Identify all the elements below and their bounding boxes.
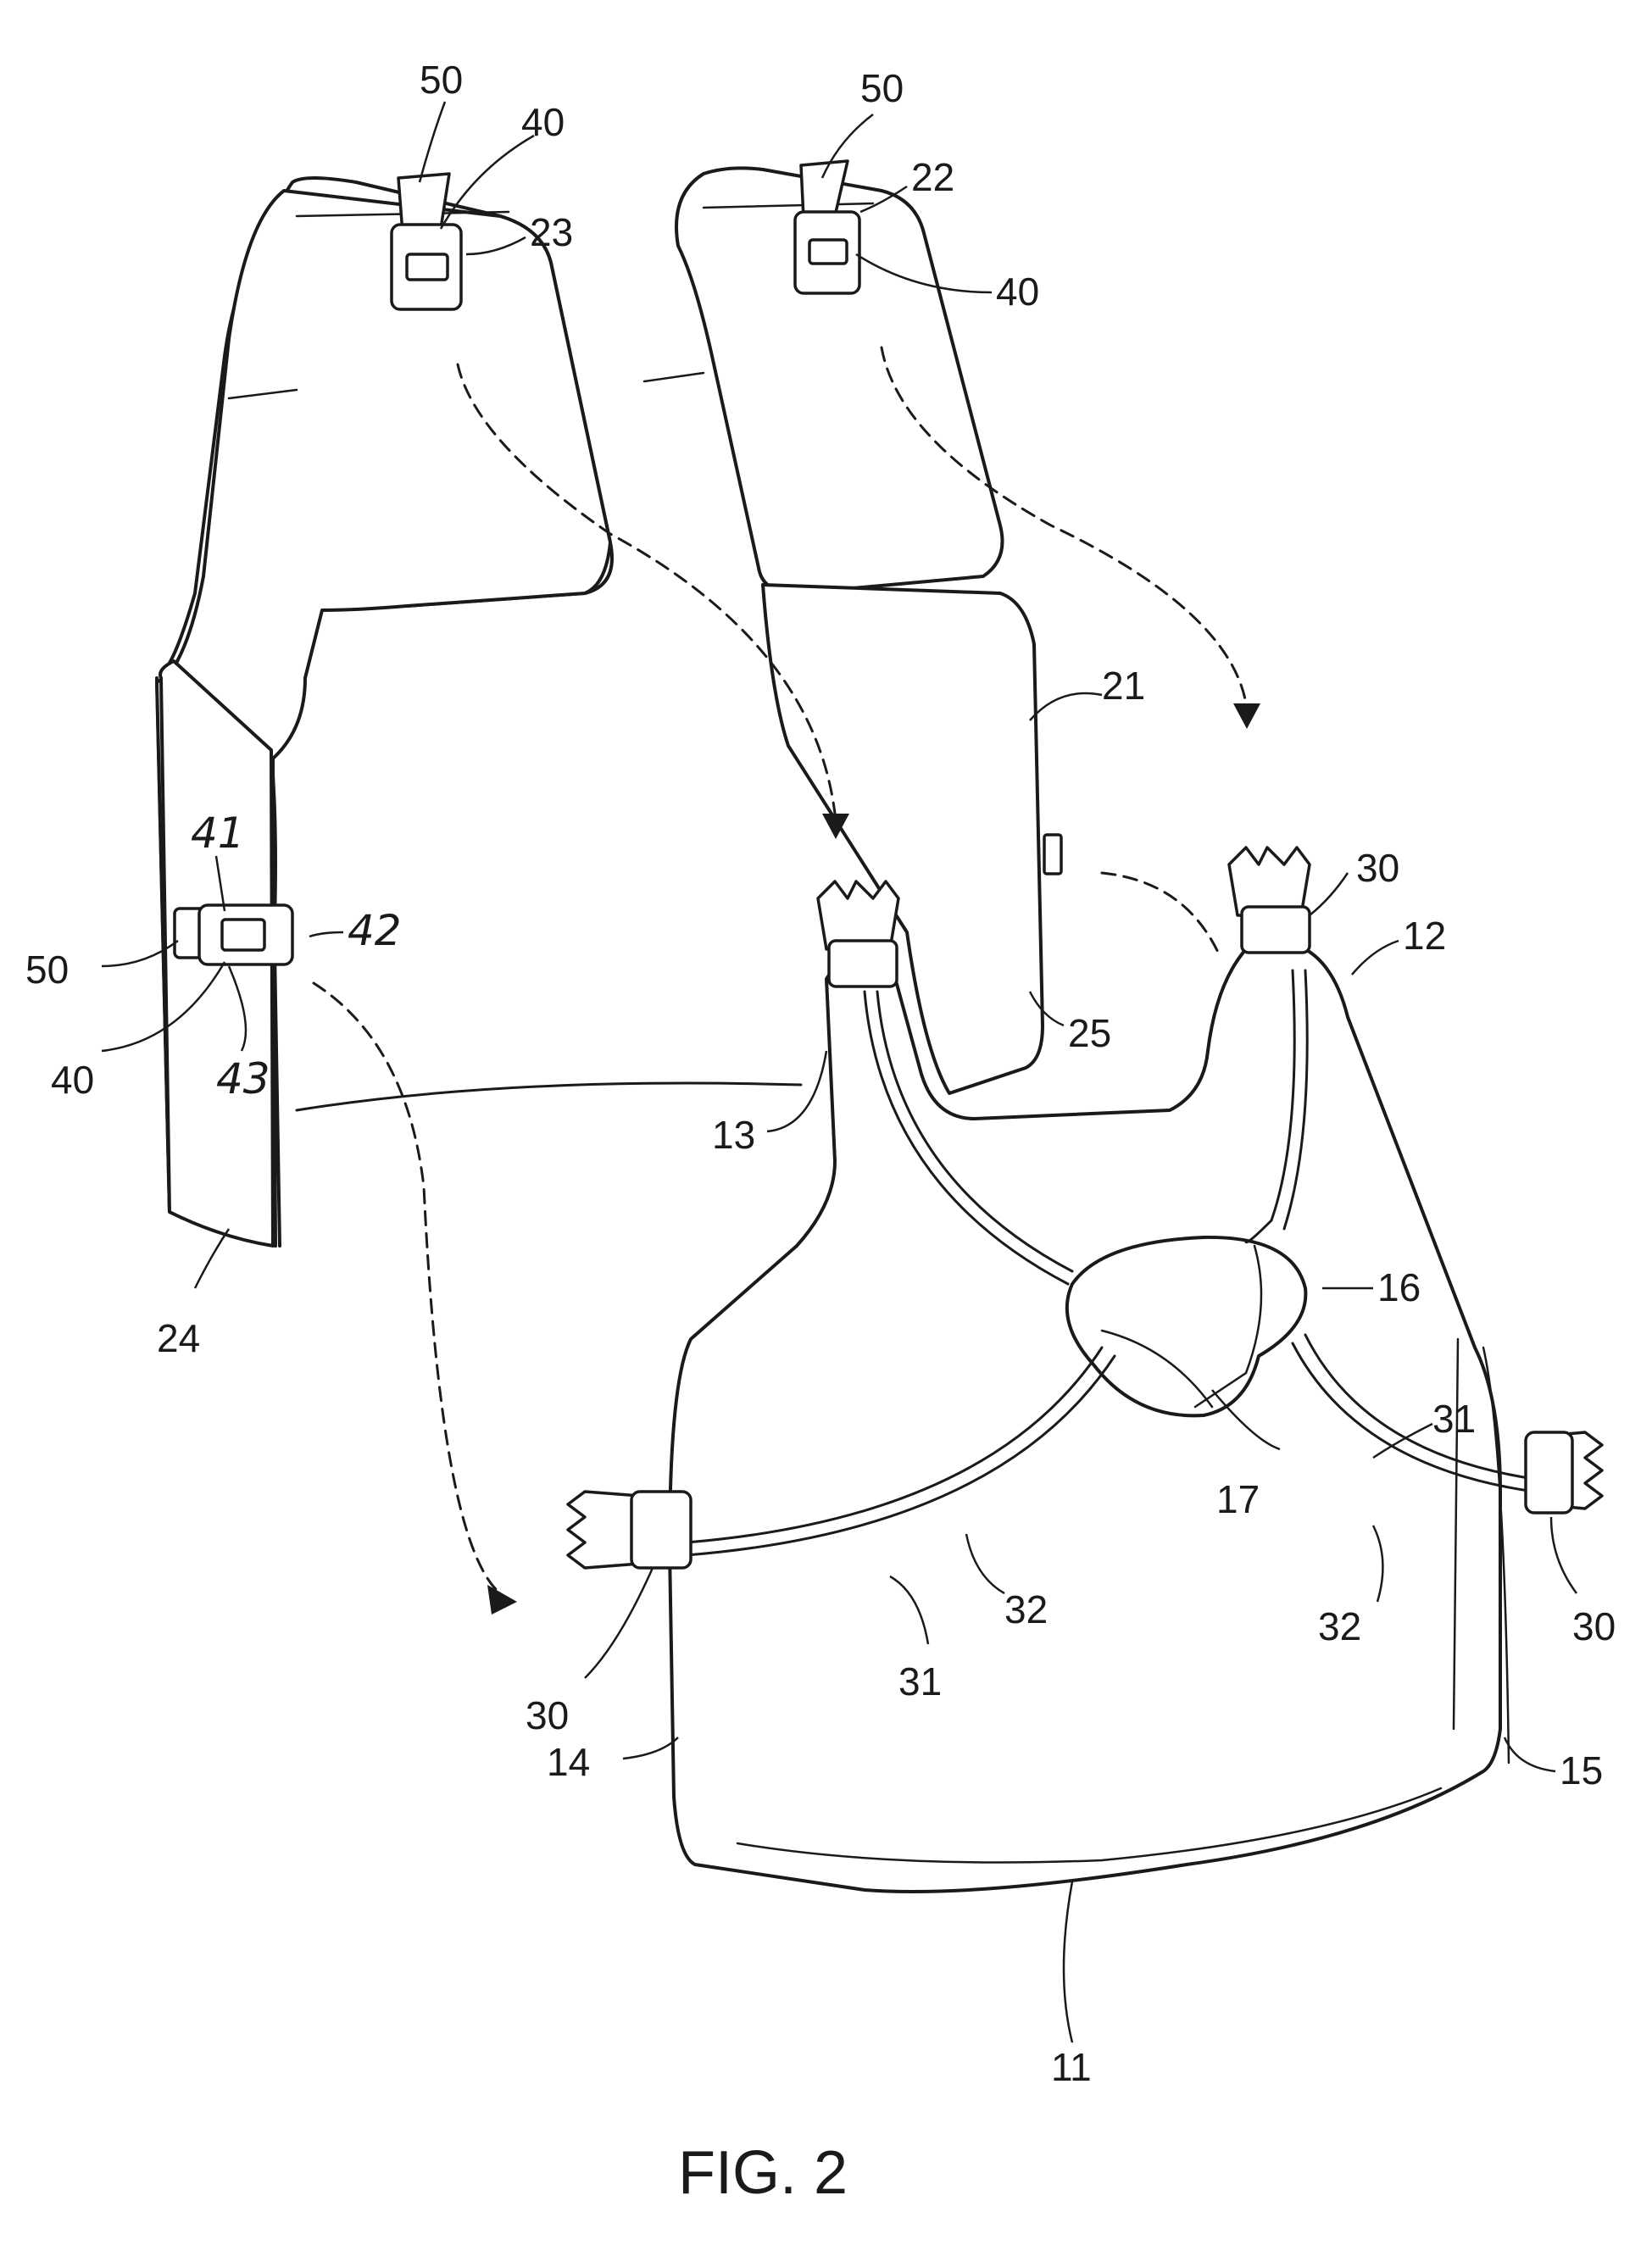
label-31-right: 31: [1432, 1397, 1476, 1441]
leader-12: [1352, 941, 1399, 975]
label-24: 24: [157, 1316, 200, 1360]
label-50-top-right: 50: [860, 66, 904, 110]
label-22: 22: [911, 155, 954, 199]
side-buckle-40-slot: [222, 920, 264, 950]
label-25: 25: [1068, 1011, 1111, 1055]
leader-24: [195, 1229, 229, 1288]
buckle-40-left-slot: [407, 254, 448, 280]
label-30-right: 30: [1572, 1604, 1616, 1648]
leader-15: [1505, 1737, 1555, 1771]
arrow-rear-connector: [1102, 873, 1221, 958]
label-40-top-left: 40: [521, 100, 565, 144]
label-30-left: 30: [526, 1693, 569, 1737]
label-50-top-left: 50: [420, 58, 463, 102]
label-32-right: 32: [1318, 1604, 1361, 1648]
label-11: 11: [1051, 2045, 1092, 2089]
label-15: 15: [1560, 1748, 1603, 1792]
label-31-left: 31: [898, 1659, 942, 1703]
buckle-30-top-left-prongs: [818, 881, 898, 949]
leader-21: [1030, 693, 1102, 720]
buckle-30-top-left: [829, 941, 897, 986]
arrow-side-buckle: [314, 983, 500, 1593]
label-13: 13: [712, 1113, 755, 1157]
label-40-side: 40: [51, 1058, 94, 1102]
label-17: 17: [1216, 1477, 1260, 1521]
label-23: 23: [530, 210, 573, 254]
label-43: 43: [216, 1054, 270, 1103]
buckle-30-top-right-prongs: [1229, 848, 1310, 915]
label-50-side: 50: [25, 948, 69, 992]
figure-caption: FIG. 2: [678, 2139, 848, 2207]
buckle-30-left: [631, 1492, 691, 1568]
label-32-left: 32: [1004, 1587, 1048, 1631]
waist-strap-line: [297, 1083, 801, 1110]
arrowhead-right-shoulder: [1233, 703, 1260, 729]
label-14: 14: [547, 1740, 590, 1784]
label-21: 21: [1102, 664, 1145, 708]
leader-42: [309, 932, 343, 936]
leader-14: [623, 1737, 678, 1759]
buckle-40-right-slot: [809, 240, 847, 264]
leader-11: [1064, 1881, 1072, 2042]
leader-50-tl: [420, 102, 445, 182]
arrowhead-side-buckle: [487, 1585, 517, 1615]
label-16: 16: [1377, 1265, 1421, 1309]
label-42: 42: [348, 906, 402, 955]
leader-30-top: [1310, 873, 1348, 915]
leader-13: [767, 1051, 826, 1131]
leader-30-left: [585, 1568, 653, 1678]
buckle-30-right: [1526, 1432, 1572, 1513]
leader-30-right: [1551, 1517, 1577, 1593]
label-30-top: 30: [1356, 846, 1399, 890]
buckle-30-left-prongs: [568, 1492, 640, 1568]
strap-line-right-mid: [644, 373, 704, 381]
buckle-30-top-right: [1242, 907, 1310, 953]
label-41: 41: [191, 809, 245, 858]
label-40-top-right: 40: [996, 270, 1039, 314]
label-12: 12: [1403, 914, 1446, 958]
strap-tab-25: [1044, 835, 1061, 874]
